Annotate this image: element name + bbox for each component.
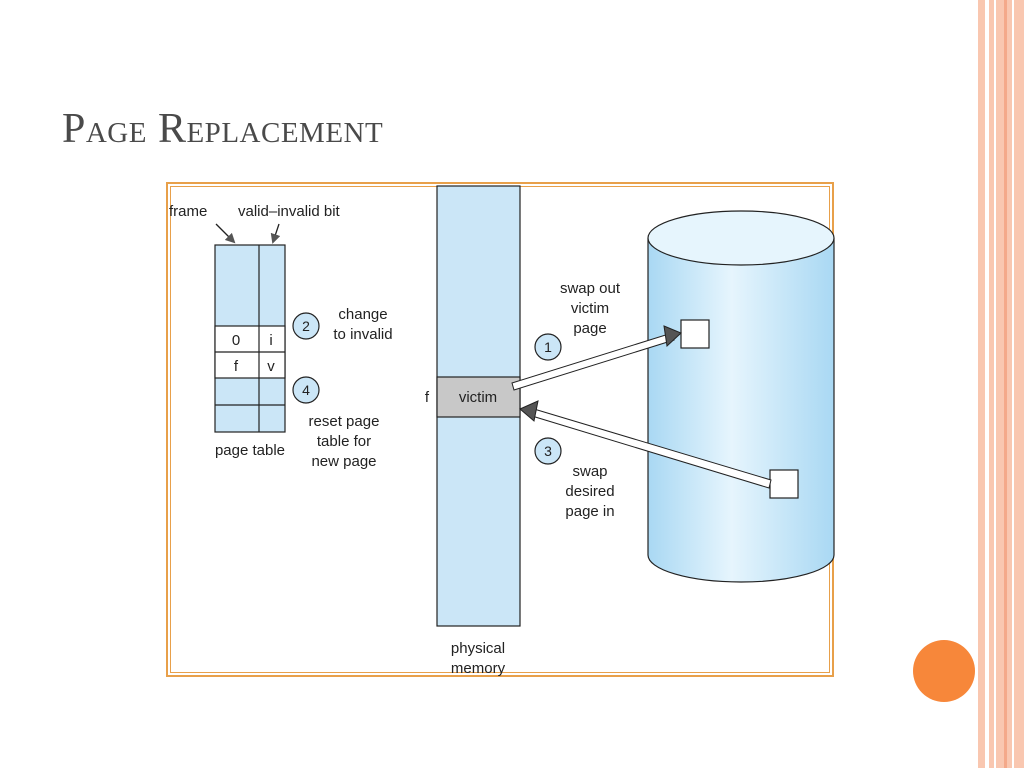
right-stripe-line [985, 0, 989, 768]
decorative-orange-dot [913, 640, 975, 702]
step-3-number: 3 [544, 443, 552, 459]
victim-label: victim [459, 389, 497, 406]
page-table-row-frame: f [234, 358, 239, 375]
swap-out-arrow-head [663, 325, 682, 348]
step-2-text-line: change [338, 306, 387, 323]
page-table-row-frame: 0 [232, 332, 240, 349]
right-stripe-line [1004, 0, 1007, 768]
step-4-badge [292, 376, 320, 404]
step-4-text-line: table for [317, 433, 371, 450]
physical-memory-label-line: physical [451, 640, 505, 657]
frame-label: frame [169, 203, 207, 220]
step-4-text-line: reset page [309, 413, 380, 430]
memory-frame-f-label: f [425, 389, 430, 406]
swap-in-arrow-head [519, 400, 539, 422]
valid-bit-pointer-arrow [270, 223, 281, 244]
step-3-text-line: page in [565, 503, 614, 520]
step-3-text-line: desired [565, 483, 614, 500]
page-table-label: page table [215, 442, 285, 459]
step-1-badge [534, 333, 562, 361]
step-4-number: 4 [302, 382, 310, 398]
physical-memory-label-line: memory [451, 660, 506, 677]
swapped-out-page [680, 319, 710, 349]
step-3-badge [534, 437, 562, 465]
right-stripe-line [994, 0, 996, 768]
step-2-badge [292, 312, 320, 340]
step-2-text-line: to invalid [333, 326, 392, 343]
step-1-number: 1 [544, 339, 552, 355]
right-stripe-line [1012, 0, 1014, 768]
frame-pointer-arrow [215, 223, 236, 244]
page-table [214, 244, 286, 433]
victim-frame [436, 376, 521, 418]
step-1-text-line: swap out [560, 280, 621, 297]
page-table-row-bit: i [269, 332, 272, 349]
step-2-number: 2 [302, 318, 310, 334]
disk-cylinder [647, 210, 835, 583]
valid-invalid-label: valid–invalid bit [238, 203, 341, 220]
step-3-text-line: swap [572, 463, 607, 480]
step-4-text-line: new page [311, 453, 376, 470]
step-1-text-line: page [573, 320, 606, 337]
page-table-row-bit: v [267, 358, 275, 375]
slide-title: Page Replacement [62, 106, 384, 152]
desired-page [769, 469, 799, 499]
step-1-text-line: victim [571, 300, 609, 317]
